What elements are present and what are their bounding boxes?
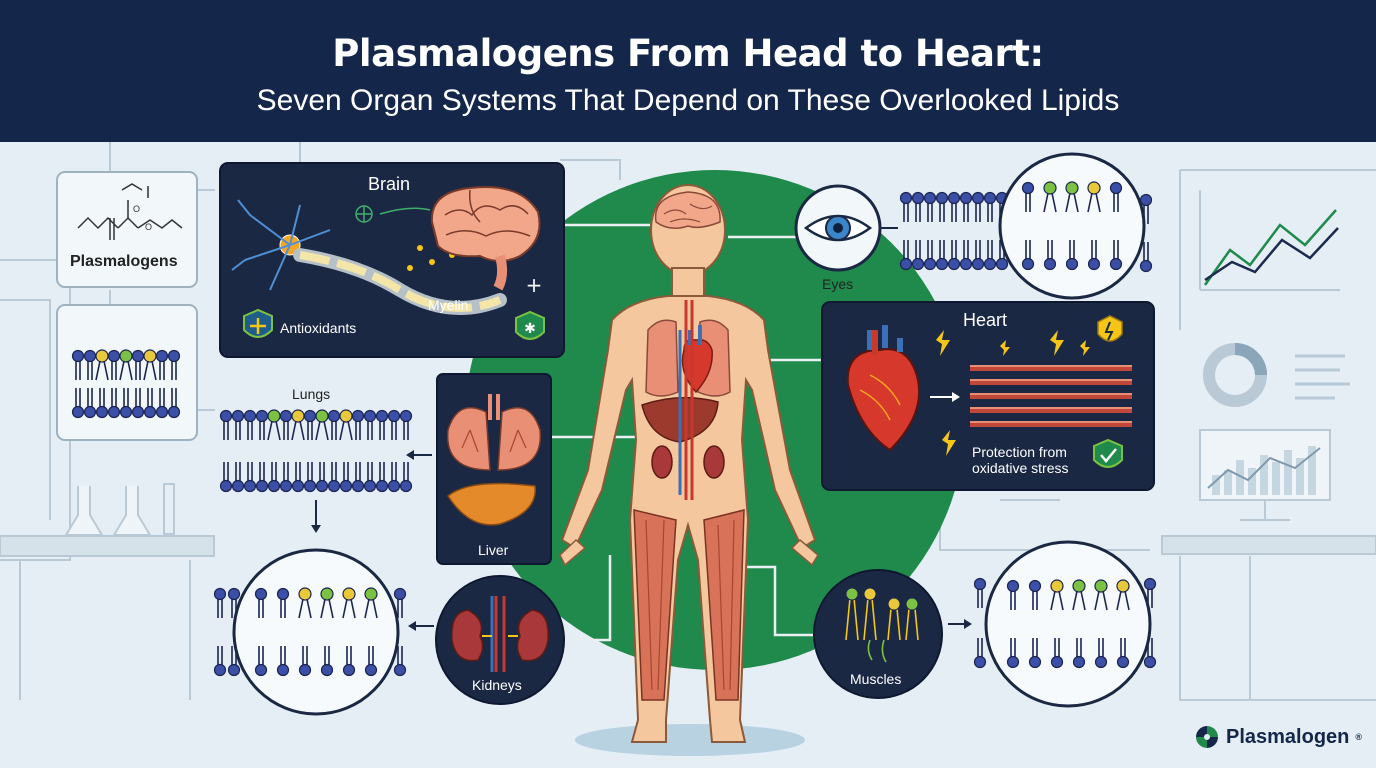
lipid-head: [971, 191, 985, 223]
human-body-figure: [559, 184, 819, 756]
lipid-head: [303, 461, 317, 493]
lipid-head: [387, 409, 401, 441]
lipid-head: [231, 409, 245, 441]
lungs-label: Lungs: [292, 386, 331, 402]
background-charts: [1199, 190, 1350, 495]
lipid-head: [375, 461, 389, 493]
lipid-head: [291, 409, 305, 441]
lipid-head: [923, 191, 937, 223]
brand-name: Plasmalogen: [1226, 725, 1350, 748]
lipid-head: [983, 191, 997, 223]
lipid-head: [935, 191, 949, 223]
lipid-head: [267, 461, 281, 493]
lipid-head: [315, 409, 329, 441]
lipid-head: [339, 461, 353, 493]
brain-panel: ✱ +: [219, 162, 565, 358]
brand-registered: ®: [1355, 732, 1363, 742]
eyes-label: Eyes: [822, 276, 854, 292]
lipid-head: [351, 461, 365, 493]
lipid-head: [363, 461, 377, 493]
svg-text:O: O: [145, 222, 152, 232]
lungs-liver-panel: [436, 373, 552, 565]
lipid-head: [219, 461, 233, 493]
lipid-head: [959, 239, 973, 271]
lipid-head: [375, 409, 389, 441]
lipid-head: [363, 409, 377, 441]
lipid-head: [959, 191, 973, 223]
membrane-zoom-circle: [998, 152, 1146, 300]
plasmalogens-label: Plasmalogens: [70, 253, 178, 270]
heart-protection-line2: oxidative stress: [972, 460, 1069, 476]
lipid-head: [911, 191, 925, 223]
lipid-head: [971, 239, 985, 271]
membrane-zoom-circle: [984, 540, 1152, 708]
lipid-head: [935, 239, 949, 271]
lipid-head: [339, 409, 353, 441]
lipid-head: [291, 461, 305, 493]
lipid-head: [947, 239, 961, 271]
heart-panel: [821, 301, 1155, 491]
svg-text:✱: ✱: [524, 321, 536, 337]
lipid-head: [399, 461, 413, 493]
lipid-head: [279, 461, 293, 493]
lipid-head: [243, 461, 257, 493]
antioxidants-label: Antioxidants: [280, 320, 357, 336]
lipid-head: [327, 461, 341, 493]
lipid-head: [899, 191, 913, 223]
lipid-head: [399, 409, 413, 441]
brain-title: Brain: [368, 174, 411, 194]
svg-text:O: O: [133, 204, 140, 214]
lipid-head: [303, 409, 317, 441]
lipid-head: [973, 637, 987, 669]
header-banner: Plasmalogens From Head to Heart: Seven O…: [0, 0, 1376, 142]
heart-protection-line1: Protection from: [972, 444, 1067, 460]
lipid-head: [267, 409, 281, 441]
lipid-head: [255, 461, 269, 493]
lipid-head: [213, 587, 227, 619]
heart-title: Heart: [963, 310, 1008, 330]
muscles-label: Muscles: [850, 671, 902, 687]
kidneys-circle: [435, 575, 565, 705]
lipid-head: [351, 409, 365, 441]
lipid-head: [983, 239, 997, 271]
lipid-head: [231, 461, 245, 493]
membrane-zoom-circle: [232, 548, 400, 716]
lipid-head: [911, 239, 925, 271]
lipid-head: [213, 645, 227, 677]
brand-mark-icon: [1196, 726, 1218, 748]
myelin-label: Myelin: [428, 297, 469, 313]
lipid-head: [947, 191, 961, 223]
diagram-canvas: O O ✱ +: [0, 142, 1376, 756]
zoom-circles: [232, 152, 1152, 716]
lipid-head: [973, 577, 987, 609]
lipid-head: [219, 409, 233, 441]
eye-illustration: [794, 184, 898, 272]
flow-arrows: [311, 450, 972, 631]
page-title: Plasmalogens From Head to Heart:: [332, 32, 1044, 75]
kidneys-label: Kidneys: [472, 677, 522, 693]
heart-protection-label: Protection from oxidative stress: [972, 444, 1068, 476]
liver-label: Liver: [478, 542, 509, 558]
page-subtitle: Seven Organ Systems That Depend on These…: [256, 84, 1120, 117]
lipid-head: [923, 239, 937, 271]
lipid-head: [255, 409, 269, 441]
lipid-head: [279, 409, 293, 441]
lipid-head: [327, 409, 341, 441]
lipid-head: [243, 409, 257, 441]
muscles-circle: [813, 569, 943, 699]
brand-logo: Plasmalogen ®: [1194, 724, 1362, 750]
illustration-stage: O O ✱ +: [0, 142, 1376, 768]
svg-text:+: +: [526, 273, 543, 297]
lipid-head: [315, 461, 329, 493]
lipid-head: [387, 461, 401, 493]
